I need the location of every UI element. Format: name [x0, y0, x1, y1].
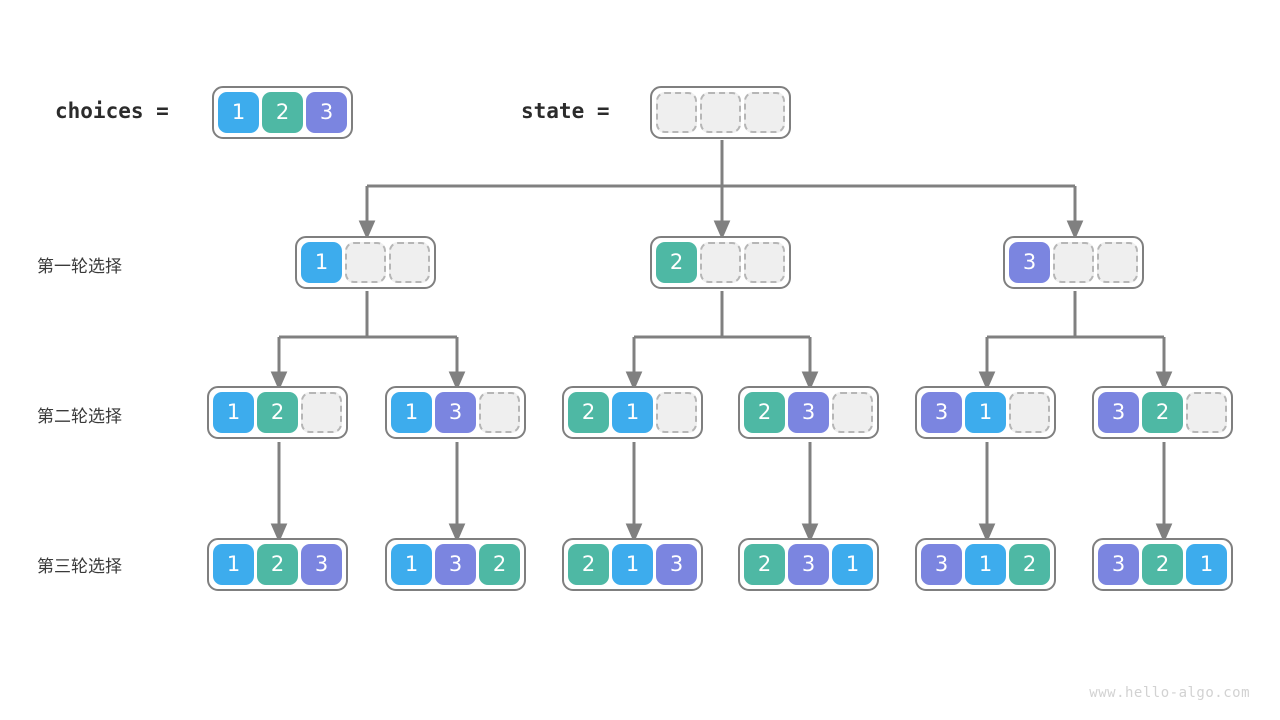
array-cell-empty — [479, 392, 520, 433]
level1-node-2: 2 — [650, 236, 791, 289]
array-cell-filled: 2 — [744, 392, 785, 433]
array-cell-filled: 1 — [301, 242, 342, 283]
row-label-round-2: 第二轮选择 — [37, 407, 122, 427]
array-cell-filled: 3 — [1098, 392, 1139, 433]
array-cell-filled: 2 — [1142, 392, 1183, 433]
array-cell-filled: 1 — [213, 392, 254, 433]
array-cell-filled: 2 — [744, 544, 785, 585]
array-cell-filled: 2 — [568, 392, 609, 433]
array-cell-filled: 3 — [301, 544, 342, 585]
array-cell-filled: 2 — [479, 544, 520, 585]
array-cell-empty — [744, 92, 785, 133]
array-cell-filled: 3 — [435, 544, 476, 585]
array-cell-empty — [700, 92, 741, 133]
array-cell-empty — [656, 392, 697, 433]
array-cell-filled: 1 — [965, 544, 1006, 585]
array-cell-empty — [744, 242, 785, 283]
array-cell-empty — [389, 242, 430, 283]
array-cell-filled: 3 — [921, 392, 962, 433]
array-cell-empty — [832, 392, 873, 433]
array-cell-filled: 1 — [832, 544, 873, 585]
array-cell-empty — [656, 92, 697, 133]
array-cell-filled: 2 — [257, 392, 298, 433]
array-cell-filled: 3 — [1098, 544, 1139, 585]
array-cell-filled: 1 — [1186, 544, 1227, 585]
array-cell-filled: 2 — [656, 242, 697, 283]
array-cell-filled: 1 — [612, 544, 653, 585]
array-cell-filled: 3 — [435, 392, 476, 433]
array-cell-filled: 3 — [1009, 242, 1050, 283]
array-cell-empty — [1097, 242, 1138, 283]
state-array — [650, 86, 791, 139]
row-label-round-3: 第三轮选择 — [37, 557, 122, 577]
array-cell-filled: 1 — [391, 392, 432, 433]
array-cell-empty — [1186, 392, 1227, 433]
array-cell-filled: 2 — [1142, 544, 1183, 585]
array-cell-empty — [345, 242, 386, 283]
array-cell-filled: 1 — [965, 392, 1006, 433]
array-cell-filled: 2 — [262, 92, 303, 133]
array-cell-filled: 1 — [218, 92, 259, 133]
array-cell-filled: 2 — [1009, 544, 1050, 585]
array-cell-empty — [301, 392, 342, 433]
array-cell-filled: 1 — [612, 392, 653, 433]
level1-node-3: 3 — [1003, 236, 1144, 289]
array-cell-filled: 3 — [921, 544, 962, 585]
array-cell-empty — [1009, 392, 1050, 433]
array-cell-empty — [700, 242, 741, 283]
array-cell-filled: 2 — [568, 544, 609, 585]
row-label-round-1: 第一轮选择 — [37, 257, 122, 277]
state-label: state = — [521, 99, 610, 123]
array-cell-filled: 3 — [788, 392, 829, 433]
watermark: www.hello-algo.com — [1089, 685, 1250, 701]
array-cell-filled: 3 — [788, 544, 829, 585]
array-cell-filled: 3 — [656, 544, 697, 585]
array-cell-filled: 1 — [213, 544, 254, 585]
array-cell-filled: 3 — [306, 92, 347, 133]
array-cell-filled: 2 — [257, 544, 298, 585]
level1-node-1: 1 — [295, 236, 436, 289]
choices-label: choices = — [55, 99, 169, 123]
array-cell-filled: 1 — [391, 544, 432, 585]
array-cell-empty — [1053, 242, 1094, 283]
